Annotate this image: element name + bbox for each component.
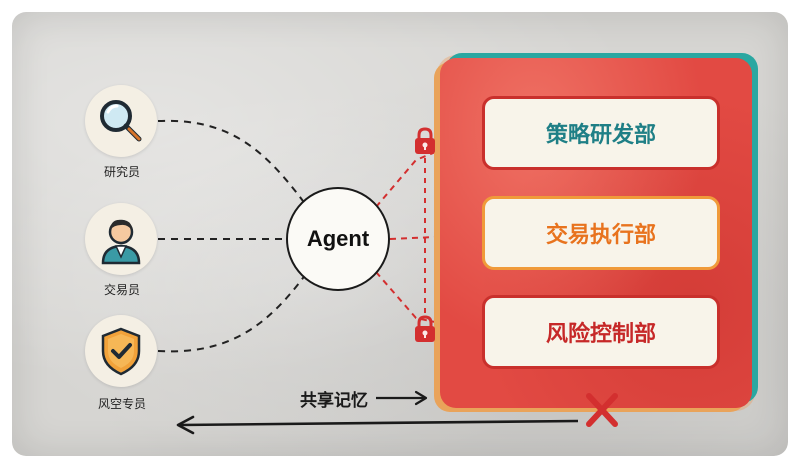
cross-icon [586,393,618,427]
connector-agent-risk [375,271,483,333]
department-trade-execution: 交易执行部 [482,196,720,270]
lock-icon [415,127,435,154]
department-risk-control: 风险控制部 [482,295,720,369]
right-arrow-icon [376,390,428,406]
shield-check-icon [101,327,141,376]
person-icon [101,219,141,265]
role-researcher-label: 研究员 [103,165,140,179]
left-arrow-icon [176,415,579,435]
lock-icon [415,315,435,342]
agent-node: Agent [286,187,390,291]
connector-agent-execution [389,234,483,240]
role-trader-label: 交易员 [103,283,140,297]
role-risk-node [85,315,157,387]
role-trader-node [85,203,157,275]
agent-label: Agent [306,226,370,251]
magnifier-icon [100,100,142,142]
shared-memory-label: 共享记忆 [300,391,368,411]
role-risk-label: 风空专员 [97,397,146,411]
department-strategy-rnd: 策略研发部 [482,96,720,170]
role-researcher-node [85,85,157,157]
